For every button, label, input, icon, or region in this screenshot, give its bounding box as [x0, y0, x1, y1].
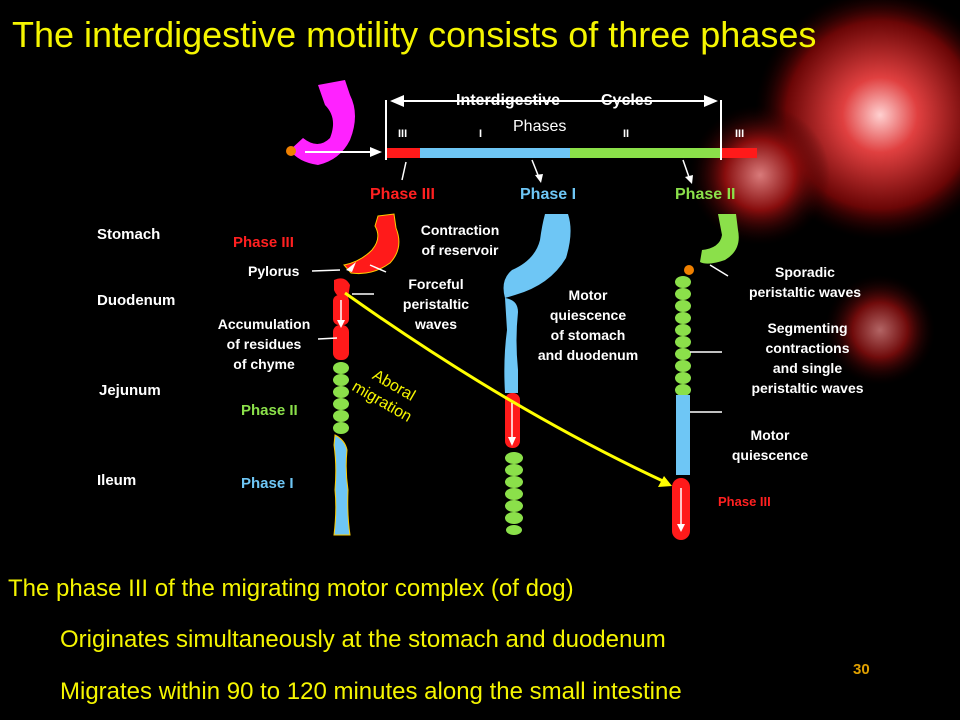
- sporadic-label: Sporadic peristaltic waves: [730, 262, 880, 302]
- quiescence-line-1: Motor: [568, 287, 608, 303]
- pylorus-label: Pylorus: [248, 263, 300, 279]
- column-header-phase-II: Phase II: [675, 186, 736, 203]
- region-stomach: Stomach: [97, 226, 161, 243]
- region-duodenum: Duodenum: [97, 292, 176, 309]
- flow-arrow-middle-head: [508, 437, 516, 446]
- stomach-middle: [503, 214, 571, 298]
- cycle-bar-phase-II: [570, 148, 722, 158]
- segmenting-line-4: peristaltic waves: [751, 380, 864, 396]
- contraction-line-1: Contraction: [420, 222, 500, 238]
- sporadic-line-2: peristaltic waves: [748, 284, 862, 300]
- quiescence-line-4: and duodenum: [537, 347, 639, 363]
- ileum-middle-segments: [505, 452, 523, 535]
- page-number: 30: [853, 661, 870, 678]
- left-phase-II-label: Phase II: [241, 402, 298, 419]
- cycle-roman-1: III: [398, 128, 408, 140]
- motor-quiescence-line-1: Motor: [750, 427, 790, 443]
- pointer-phase-III: [401, 161, 407, 181]
- cycle-heading-cycles: Cycles: [601, 92, 653, 109]
- cycle-bar-phase-III-end: [722, 148, 757, 158]
- cycle-span-arrow-left: [390, 95, 404, 107]
- contraction-label: Contraction of reservoir: [400, 220, 520, 260]
- forceful-line-3: waves: [414, 316, 458, 332]
- motor-quiescence-label: Motor quiescence: [715, 425, 825, 465]
- column-header-phase-I: Phase I: [520, 186, 577, 203]
- duodenum-left-lower: [333, 325, 349, 360]
- duodenum-jejunum-right-segments: [675, 276, 691, 396]
- left-phase-III-label: Phase III: [233, 234, 294, 251]
- bottom-line-1: Originates simultaneously at the stomach…: [60, 626, 666, 653]
- left-phase-I-label: Phase I: [241, 475, 294, 492]
- bottom-heading: The phase III of the migrating motor com…: [8, 575, 574, 602]
- accumulation-line-1: Accumulation: [217, 316, 311, 332]
- quiescence-line-2: quiescence: [549, 307, 627, 323]
- arrow-to-bar-head: [370, 147, 382, 157]
- cycle-span-arrow-right: [704, 95, 718, 107]
- region-jejunum: Jejunum: [99, 382, 161, 399]
- segmenting-label: Segmenting contractions and single peris…: [730, 318, 885, 398]
- pylorus-arrow: [346, 262, 356, 272]
- flow-arrow-left-head: [337, 320, 345, 328]
- cycle-heading-phases: Phases: [513, 118, 567, 135]
- cycle-bar-phase-I: [420, 148, 570, 158]
- accumulation-pointer: [317, 337, 338, 340]
- cycle-bar-phase-III-start: [387, 148, 420, 158]
- starburst-tiny: [825, 275, 935, 385]
- forceful-line-2: peristaltic: [402, 296, 470, 312]
- stomach-left: [343, 213, 400, 274]
- jejunum-left-segments: [333, 362, 349, 434]
- accumulation-line-3: of chyme: [233, 356, 295, 372]
- pointer-phase-II-head: [685, 175, 693, 184]
- ileum-left: [333, 434, 351, 536]
- cycle-roman-2: I: [479, 128, 483, 140]
- quiescence-label: Motor quiescence of stomach and duodenum: [523, 285, 653, 365]
- pylorus-dot-right: [684, 265, 694, 275]
- aboral-migration-line: [344, 291, 666, 484]
- forceful-line-1: Forceful: [408, 276, 464, 292]
- motor-quiescence-line-2: quiescence: [731, 447, 809, 463]
- quiescence-line-3: of stomach: [550, 327, 626, 343]
- cycle-heading-interdigestive: Interdigestive: [456, 92, 561, 109]
- pointer-phase-I-head: [535, 174, 543, 183]
- pylorus-dot-top: [286, 146, 296, 156]
- segmenting-line-3: and single: [772, 360, 843, 376]
- flow-arrow-right-head: [677, 524, 685, 532]
- pylorus-pointer: [311, 269, 341, 272]
- accumulation-line-2: of residues: [226, 336, 302, 352]
- segmenting-line-2: contractions: [765, 340, 850, 356]
- starburst-small: [690, 105, 830, 245]
- slide-title: The interdigestive motility consists of …: [12, 14, 817, 55]
- sporadic-pointer: [709, 264, 729, 277]
- duodenum-middle: [504, 298, 518, 393]
- stomach-right: [700, 214, 739, 264]
- cycle-roman-4: III: [735, 128, 745, 140]
- forceful-pointer: [369, 264, 387, 273]
- column-header-phase-III: Phase III: [370, 186, 435, 203]
- sporadic-line-1: Sporadic: [775, 264, 835, 280]
- bottom-line-2: Migrates within 90 to 120 minutes along …: [60, 678, 682, 705]
- contraction-line-2: of reservoir: [421, 242, 499, 258]
- cycle-roman-3: II: [623, 128, 630, 140]
- right-phase-III-label: Phase III: [718, 494, 771, 509]
- stomach-icon-top: [290, 80, 355, 165]
- segmenting-line-1: Segmenting: [767, 320, 848, 336]
- accumulation-label: Accumulation of residues of chyme: [204, 314, 324, 374]
- aboral-migration-arrowhead: [658, 476, 672, 487]
- region-ileum: Ileum: [97, 472, 137, 489]
- ileum-right-blue: [676, 395, 690, 475]
- forceful-label: Forceful peristaltic waves: [386, 274, 486, 334]
